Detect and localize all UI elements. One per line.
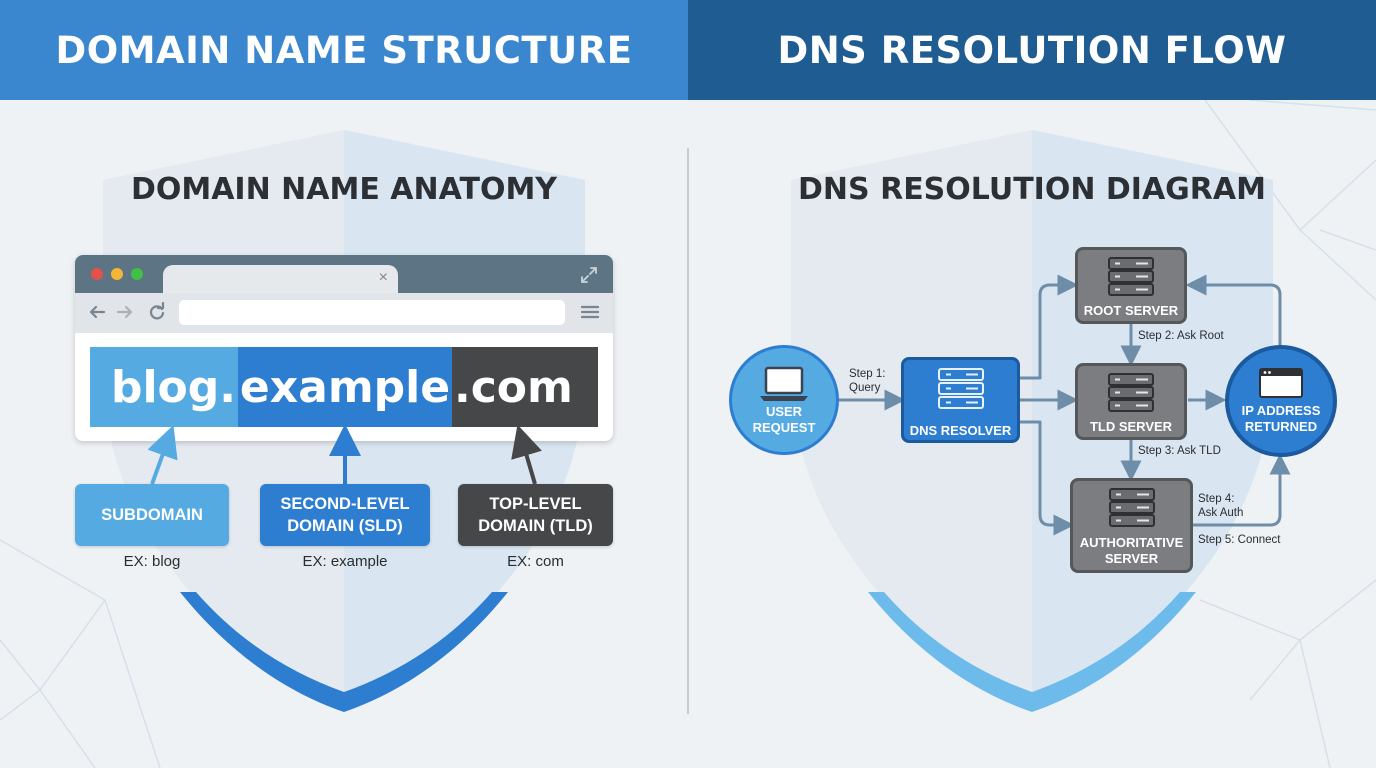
- sld-example: EX: example: [302, 553, 388, 570]
- step3-label: Step 3: Ask TLD: [1138, 445, 1221, 457]
- header-right-title: DNS RESOLUTION FLOW: [777, 28, 1287, 72]
- center-divider: [687, 148, 689, 714]
- maximize-dot-icon[interactable]: [131, 268, 143, 280]
- left-shield-rim: [180, 592, 508, 712]
- url-bar[interactable]: [179, 300, 565, 325]
- dns-resolver-node: DNS RESOLVER: [901, 357, 1020, 443]
- browser-navbar: [75, 293, 613, 333]
- menu-icon[interactable]: [580, 302, 600, 322]
- browser-window: × blo: [75, 255, 613, 441]
- tld-label-box: TOP-LEVEL DOMAIN (TLD): [458, 484, 613, 546]
- sld-label: SECOND-LEVEL DOMAIN (SLD): [280, 495, 410, 535]
- server-rack-icon: [1108, 488, 1155, 527]
- user-request-label: USER REQUEST: [752, 404, 816, 435]
- expand-icon[interactable]: [579, 265, 599, 285]
- server-rack-icon: [1108, 373, 1154, 412]
- step5-label: Step 5: Connect: [1198, 534, 1281, 546]
- right-shield-rim: [868, 592, 1196, 712]
- server-rack-icon: [937, 368, 984, 409]
- dns-resolver-label: DNS RESOLVER: [909, 423, 1012, 438]
- close-dot-icon[interactable]: [91, 268, 103, 280]
- root-server-label: ROOT SERVER: [1083, 303, 1179, 318]
- tld-segment: .com: [452, 347, 598, 427]
- forward-arrow-icon[interactable]: [115, 302, 135, 322]
- minimize-dot-icon[interactable]: [111, 268, 123, 280]
- dns-diagram-title: DNS RESOLUTION DIAGRAM: [798, 172, 1266, 207]
- refresh-icon[interactable]: [147, 302, 167, 322]
- browser-titlebar: ×: [75, 255, 613, 293]
- tld-label: TOP-LEVEL DOMAIN (TLD): [478, 495, 593, 535]
- user-request-node: USER REQUEST: [729, 345, 839, 455]
- tld-server-node: TLD SERVER: [1075, 363, 1187, 440]
- step1-label: Step 1: Query: [849, 368, 886, 394]
- header-left-title: DOMAIN NAME STRUCTURE: [55, 28, 633, 72]
- anatomy-title: DOMAIN NAME ANATOMY: [130, 172, 558, 207]
- browser-tab[interactable]: ×: [163, 265, 398, 293]
- step4-label: Step 4: Ask Auth: [1198, 493, 1244, 519]
- header-right: DNS RESOLUTION FLOW: [688, 0, 1376, 100]
- subdomain-segment: blog.: [90, 347, 238, 427]
- subdomain-example: EX: blog: [123, 553, 181, 570]
- ip-returned-node: IP ADDRESS RETURNED: [1225, 345, 1337, 457]
- subdomain-label-box: SUBDOMAIN: [75, 484, 229, 546]
- laptop-icon: [760, 366, 808, 401]
- ip-returned-label: IP ADDRESS RETURNED: [1241, 403, 1321, 434]
- back-arrow-icon[interactable]: [87, 302, 107, 322]
- subdomain-label: SUBDOMAIN: [101, 506, 203, 524]
- tab-close-icon[interactable]: ×: [378, 269, 388, 286]
- tld-server-label: TLD SERVER: [1089, 419, 1173, 434]
- step2-label: Step 2: Ask Root: [1138, 330, 1224, 342]
- domain-url-display: blog. example .com: [90, 347, 598, 427]
- tld-example: EX: com: [507, 553, 564, 570]
- authoritative-server-label: AUTHORITATIVE SERVER: [1079, 535, 1184, 566]
- browser-window-icon: [1259, 368, 1303, 398]
- sld-label-box: SECOND-LEVEL DOMAIN (SLD): [260, 484, 430, 546]
- authoritative-server-node: AUTHORITATIVE SERVER: [1070, 478, 1193, 573]
- server-rack-icon: [1108, 257, 1154, 296]
- root-server-node: ROOT SERVER: [1075, 247, 1187, 324]
- sld-segment: example: [238, 347, 452, 427]
- header-left: DOMAIN NAME STRUCTURE: [0, 0, 688, 100]
